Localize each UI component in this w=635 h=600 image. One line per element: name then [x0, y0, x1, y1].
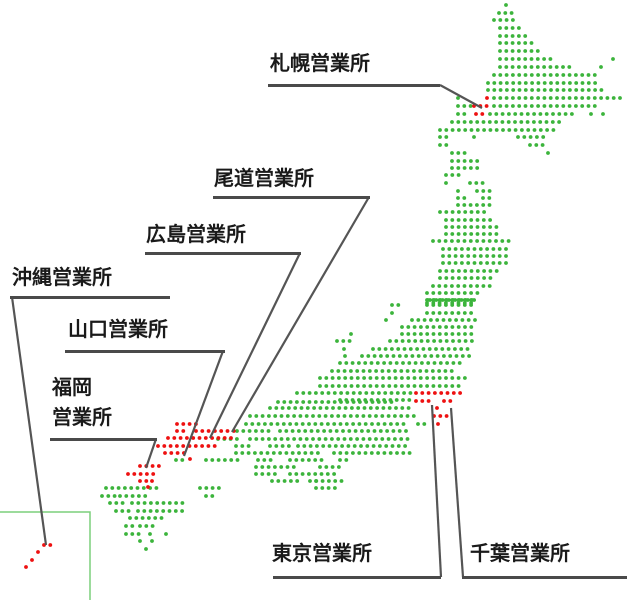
- office-label-tokyo[interactable]: 東京営業所: [272, 542, 372, 564]
- leader-line-chiba: [449, 407, 465, 578]
- leader-line-hiroshima: [209, 252, 301, 439]
- leader-line-yamaguchi: [182, 350, 225, 457]
- office-label-fukuoka[interactable]: 福岡 営業所: [52, 372, 112, 432]
- underline-fukuoka: [50, 438, 157, 441]
- leader-line-tokyo: [430, 404, 443, 578]
- office-name: 尾道営業所: [214, 166, 314, 190]
- office-label-hiroshima[interactable]: 広島営業所: [146, 223, 246, 245]
- leader-line-okinawa: [10, 296, 48, 546]
- office-name: 山口営業所: [68, 317, 168, 341]
- underline-hiroshima: [145, 252, 301, 255]
- office-label-okinawa[interactable]: 沖縄営業所: [12, 266, 112, 288]
- office-name: 沖縄営業所: [12, 265, 112, 289]
- leader-lines: [10, 84, 483, 578]
- underline-chiba: [462, 576, 627, 579]
- office-name: 札幌営業所: [270, 51, 370, 75]
- land-dots: [100, 3, 622, 551]
- leader-line-sapporo: [439, 84, 483, 109]
- office-label-yamaguchi[interactable]: 山口営業所: [68, 318, 168, 340]
- office-name: 東京営業所: [272, 541, 372, 565]
- office-name-line1: 福岡: [52, 375, 92, 399]
- leader-line-fukuoka: [144, 438, 158, 469]
- underline-okinawa: [10, 296, 170, 299]
- office-label-sapporo[interactable]: 札幌営業所: [270, 52, 370, 74]
- leader-line-onomichi: [231, 196, 370, 433]
- underline-sapporo: [268, 84, 440, 87]
- office-name-line2: 営業所: [52, 405, 112, 429]
- office-name: 千葉営業所: [470, 541, 570, 565]
- underline-yamaguchi: [65, 350, 225, 353]
- office-name: 広島営業所: [146, 222, 246, 246]
- office-label-onomichi[interactable]: 尾道営業所: [214, 167, 314, 189]
- underline-onomichi: [213, 196, 370, 199]
- office-label-chiba[interactable]: 千葉営業所: [470, 542, 570, 564]
- okinawa-inset-frame: [0, 511, 91, 600]
- underline-tokyo: [273, 576, 441, 579]
